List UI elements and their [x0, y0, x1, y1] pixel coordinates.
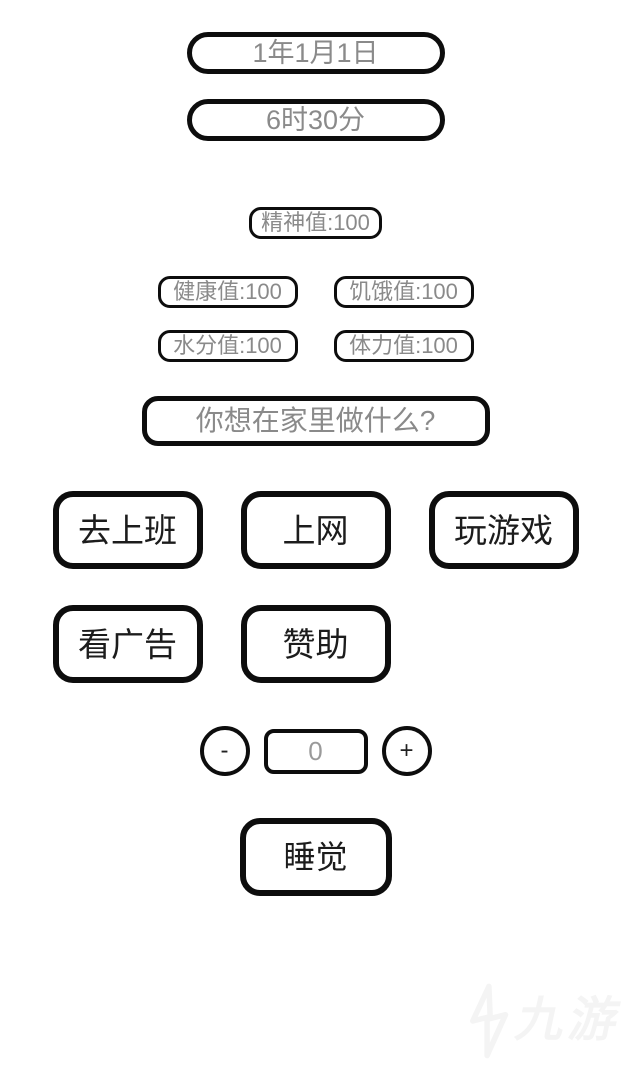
stat-health-badge: 健康值:100 — [157, 276, 298, 308]
stepper-value-box: 0 — [263, 728, 368, 774]
stat-stamina-badge: 体力值:100 — [333, 330, 474, 362]
surf-internet-button[interactable]: 上网 — [240, 491, 391, 569]
watch-ad-button[interactable]: 看广告 — [52, 605, 203, 683]
increase-button[interactable]: + — [381, 726, 432, 776]
jiuyou-watermark-text: 九游 — [511, 994, 628, 1047]
date-display: 1年1月1日 — [186, 32, 445, 74]
stats-row-1: 健康值:100 饥饿值:100 — [157, 276, 474, 308]
stat-hunger-badge: 饥饿值:100 — [333, 276, 474, 308]
question-box: 你想在家里做什么? — [141, 396, 490, 446]
sleep-button[interactable]: 睡觉 — [239, 818, 392, 896]
decrease-button[interactable]: - — [199, 726, 250, 776]
stat-spirit-badge: 精神值:100 — [249, 207, 382, 239]
play-games-button[interactable]: 玩游戏 — [428, 491, 579, 569]
time-display: 6时30分 — [186, 99, 445, 141]
stat-water-badge: 水分值:100 — [157, 330, 298, 362]
jiuyou-logo-icon — [469, 983, 509, 1059]
stats-row-2: 水分值:100 体力值:100 — [157, 330, 474, 362]
jiuyou-watermark: 九游 — [459, 983, 629, 1059]
go-to-work-button[interactable]: 去上班 — [52, 491, 203, 569]
action-row-2: 看广告 赞助 — [52, 605, 579, 683]
sleep-hours-stepper: - 0 + — [199, 726, 432, 776]
sponsor-button[interactable]: 赞助 — [240, 605, 391, 683]
action-row-1: 去上班 上网 玩游戏 — [52, 491, 579, 569]
